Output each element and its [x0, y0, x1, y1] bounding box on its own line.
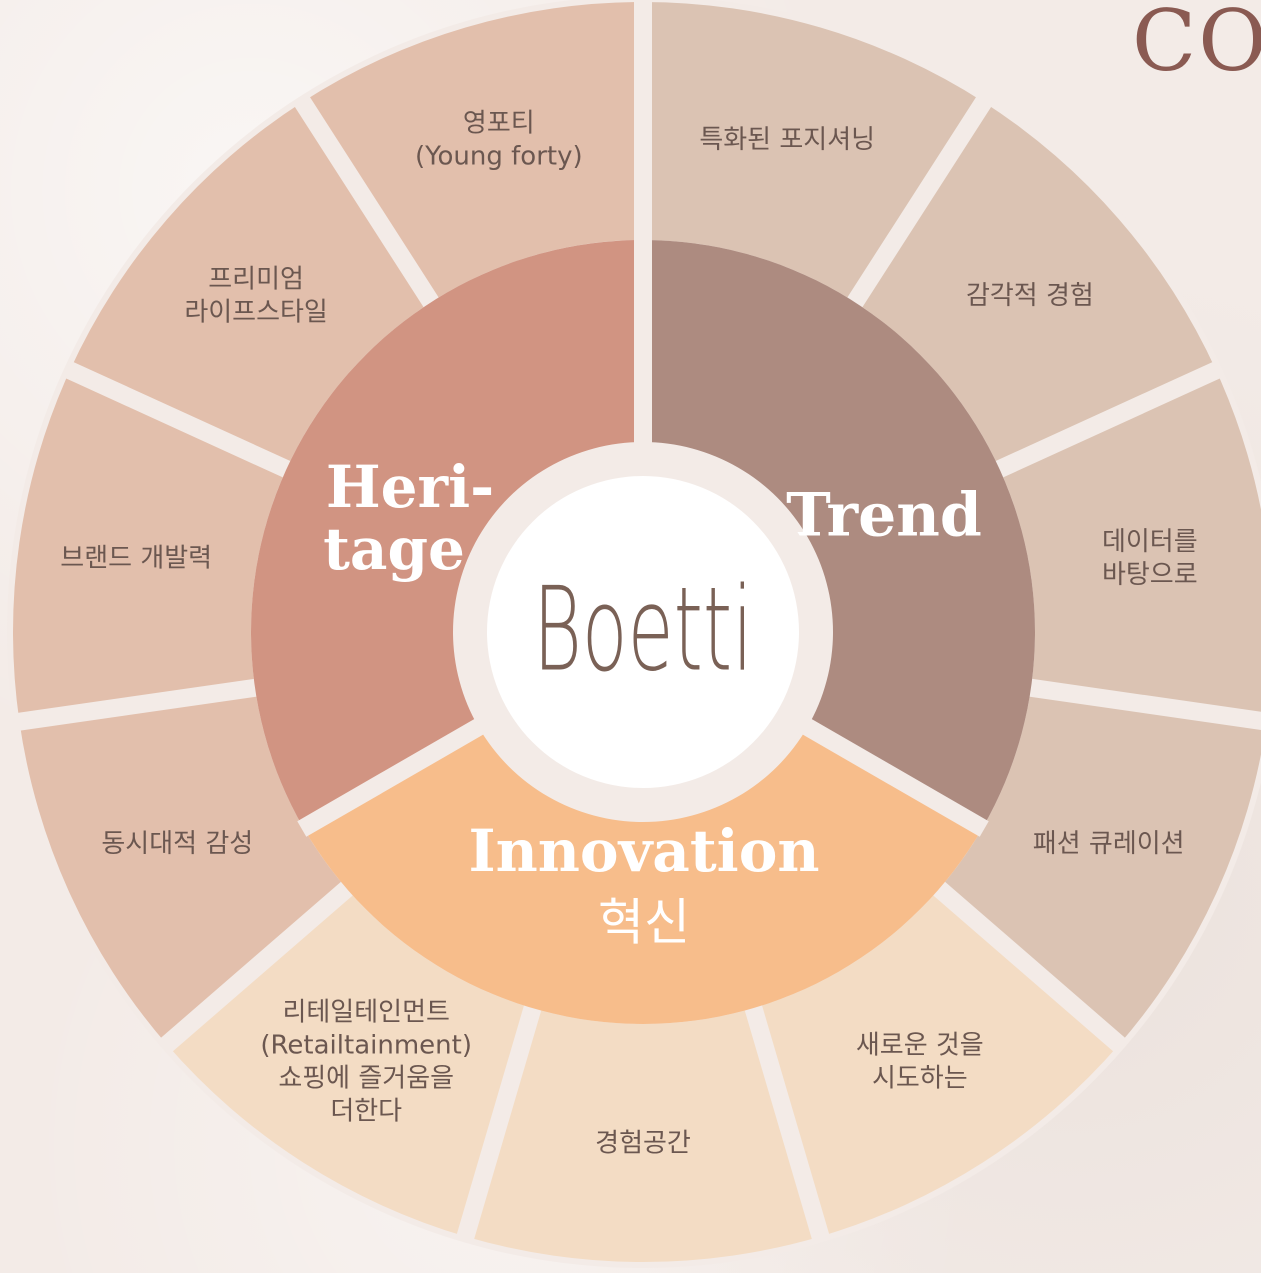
heritage-label: tage [323, 515, 465, 583]
trend-core [643, 240, 1035, 828]
trend-label: Trend [786, 481, 982, 551]
outer-segment-label: 라이프스타일 [184, 298, 328, 328]
outer-segment-label: 브랜드 개발력 [60, 544, 212, 574]
outer-segment-label: 패션 큐레이션 [1033, 829, 1185, 859]
outer-segment-trend [999, 370, 1261, 721]
outer-segment-label: 더한다 [330, 1097, 402, 1127]
innovation-label: Innovation [468, 817, 819, 885]
innovation-kr-label: 혁신 [598, 894, 690, 952]
outer-divider [455, 1000, 543, 1243]
innovation-core [303, 727, 983, 1024]
brand-center: Boetti [459, 448, 827, 816]
outer-segment-label: 시도하는 [872, 1064, 968, 1094]
outer-segment-label: (Young forty) [415, 142, 583, 172]
outer-divider [14, 678, 262, 732]
outer-segment-label: 영포티 [463, 109, 535, 139]
brand-logo: Boetti [533, 564, 753, 698]
outer-segment-heritage [69, 102, 432, 470]
outer-divider [844, 93, 994, 312]
outer-divider [929, 878, 1129, 1054]
core-divider [799, 717, 989, 837]
outer-segment-label: 프리미엄 [208, 265, 304, 295]
outer-divider [292, 93, 442, 312]
outer-divider [743, 1000, 831, 1243]
outer-segment-heritage [12, 370, 287, 722]
heritage-core [251, 240, 644, 828]
outer-divider [157, 878, 357, 1054]
outer-segment-label: 특화된 포지셔닝 [699, 125, 875, 155]
outer-segment-label: 리테일테인먼트 [282, 998, 449, 1028]
outer-segment-label: 경험공간 [595, 1129, 691, 1159]
outer-segment-label: 쇼핑에 즐거움을 [278, 1064, 454, 1094]
outer-segment-label: 데이터를 [1102, 527, 1198, 557]
outer-divider [991, 360, 1224, 480]
outer-segment-label: 감각적 경험 [966, 281, 1094, 311]
core-divider [297, 717, 487, 837]
outer-segment-label: 새로운 것을 [856, 1031, 984, 1061]
corner-title: CO [1132, 0, 1261, 90]
outer-divider [62, 360, 295, 480]
heritage-label: Heri- [326, 453, 494, 521]
outer-segment-innovation [465, 1008, 821, 1262]
outer-segment-label: 바탕으로 [1102, 560, 1198, 590]
center-circle [487, 476, 799, 788]
outer-divider [1024, 678, 1261, 730]
outer-segment-label: (Retailtainment) [260, 1031, 472, 1061]
outer-segment-label: 동시대적 감성 [101, 829, 253, 859]
outer-segment-trend [854, 102, 1217, 470]
